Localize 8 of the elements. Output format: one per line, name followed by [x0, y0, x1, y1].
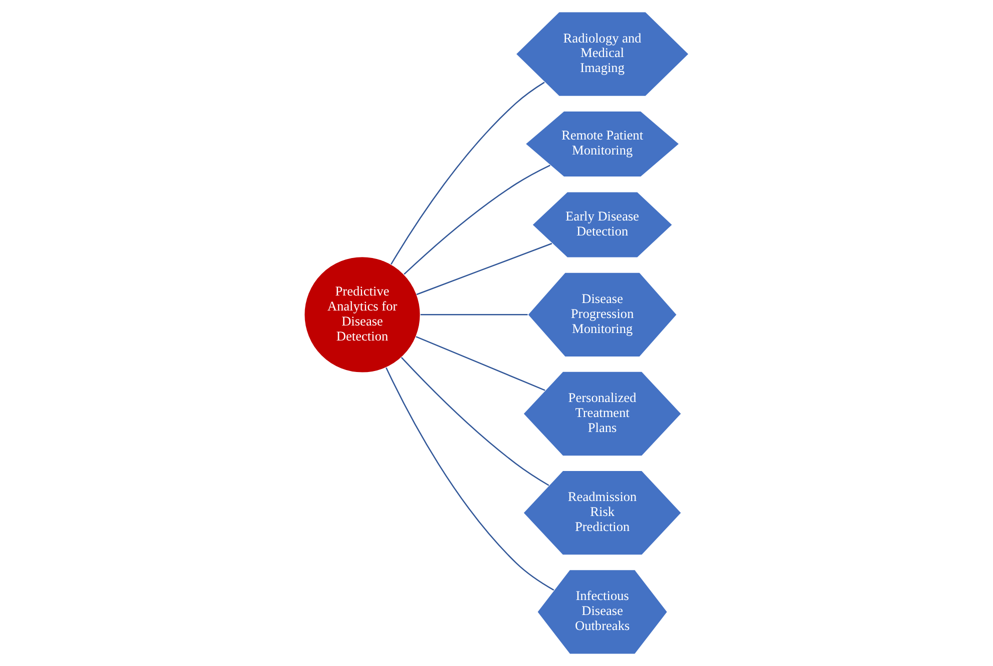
connector	[401, 357, 550, 486]
connector	[416, 336, 546, 391]
connector	[390, 82, 545, 265]
node-circle: Predictive Analytics for Disease Detection	[304, 256, 421, 374]
connector	[404, 164, 550, 275]
connector	[386, 367, 554, 591]
connector	[416, 242, 552, 296]
connector	[420, 314, 528, 316]
